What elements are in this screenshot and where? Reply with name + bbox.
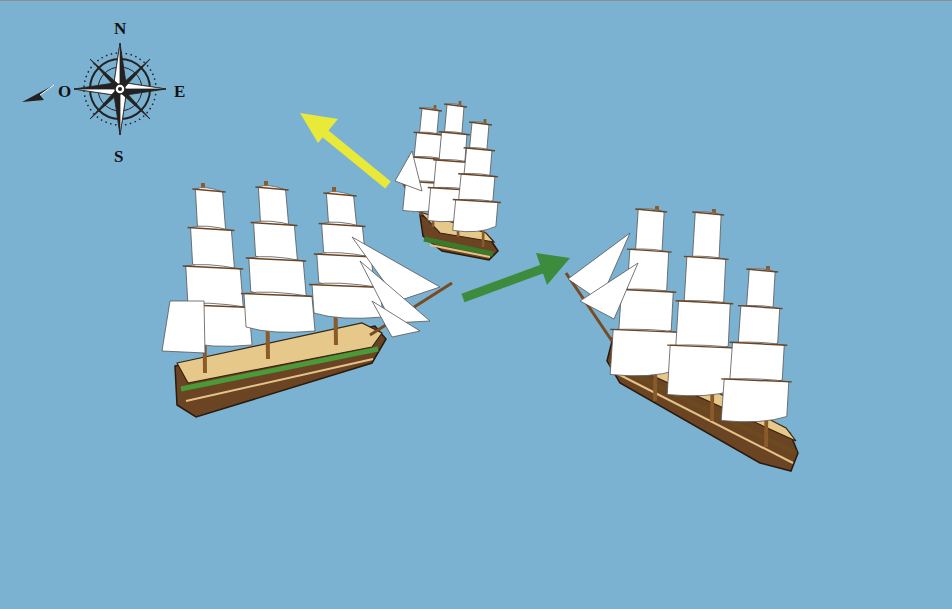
small-ship: [395, 101, 501, 260]
compass-letter: N: [114, 20, 126, 37]
green-course-arrow: [463, 253, 570, 298]
compass-letter: S: [114, 148, 123, 165]
right-ship: [566, 206, 798, 471]
green-ship: [162, 181, 452, 417]
compass-letter: E: [174, 83, 185, 100]
compass-letter: O: [58, 83, 71, 100]
compass-rose: [74, 43, 166, 135]
wind-arrow: [22, 85, 54, 102]
yellow-course-arrow: [300, 113, 388, 185]
